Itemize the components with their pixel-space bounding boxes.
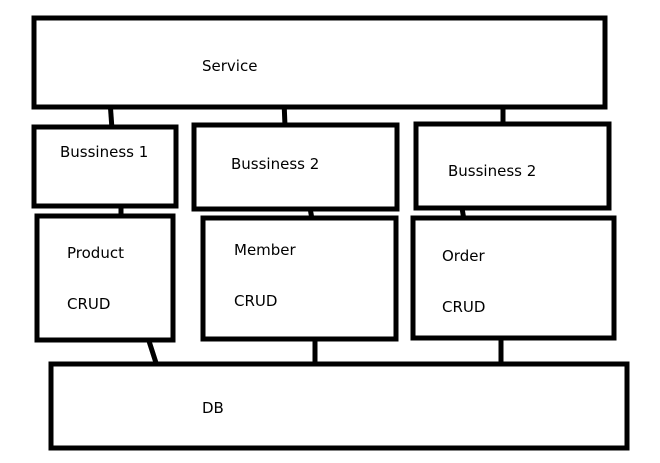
crud-box-order [410,215,617,341]
crud-node-order: Order CRUD [410,215,617,341]
business-node-1: Bussiness 1 [31,124,179,209]
crud-entity-product: Product [67,244,124,262]
db-box [48,361,630,451]
business-label-2: Bussiness 2 [231,155,319,173]
business-node-2: Bussiness 2 [191,122,400,212]
crud-operation-member: CRUD [234,292,277,310]
db-label: DB [202,399,224,417]
crud-operation-order: CRUD [442,298,485,316]
business-label-1: Bussiness 1 [60,143,148,161]
crud-entity-order: Order [442,247,485,265]
crud-node-member: Member CRUD [200,215,399,342]
crud-node-product: Product CRUD [34,213,176,343]
business-box-3 [413,121,612,211]
service-node: Service [31,15,608,110]
business-box-1 [31,124,179,209]
crud-entity-member: Member [234,241,297,259]
business-box-2 [191,122,400,212]
crud-box-member [200,215,399,342]
business-label-3: Bussiness 2 [448,162,536,180]
business-node-3: Bussiness 2 [413,121,612,211]
service-box [31,15,608,110]
crud-operation-product: CRUD [67,295,110,313]
db-node: DB [48,361,630,451]
service-label: Service [202,57,257,75]
crud-box-product [34,213,176,343]
